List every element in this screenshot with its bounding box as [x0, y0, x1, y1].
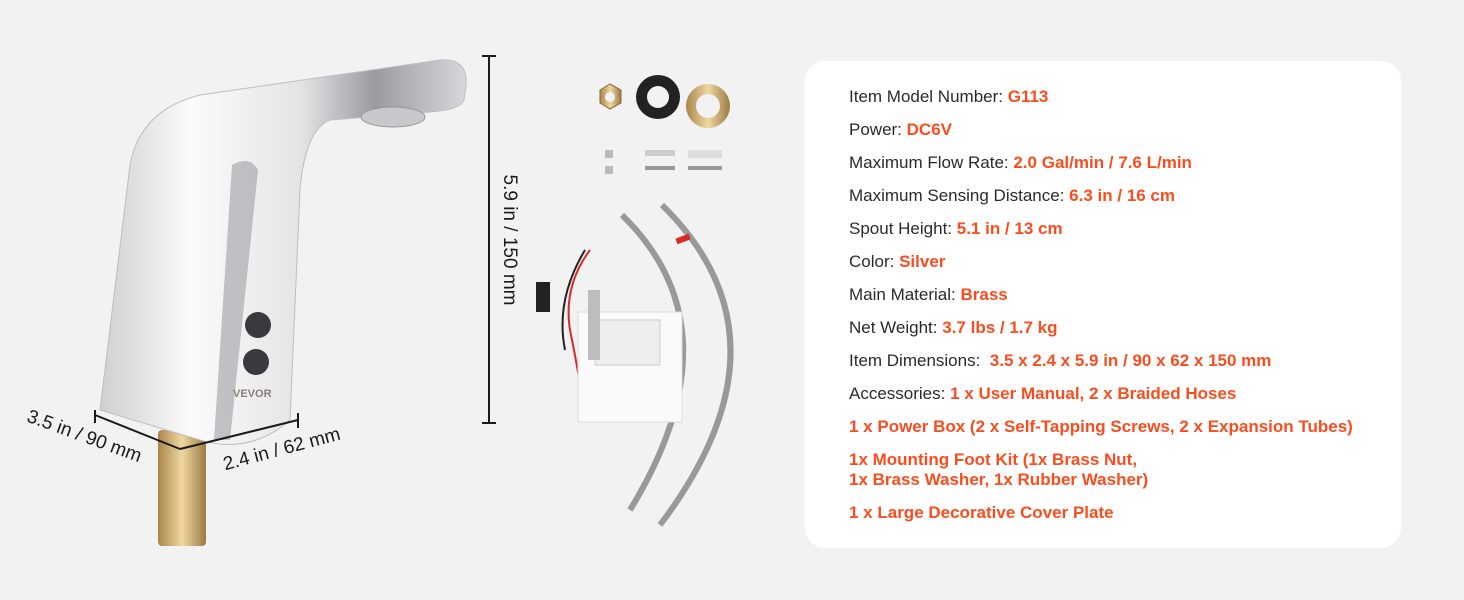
spec-value: 5.1 in / 13 cm	[956, 219, 1063, 238]
spec-dimensions: Item Dimensions: 3.5 x 2.4 x 5.9 in / 90…	[849, 351, 1353, 384]
spec-spout-height: Spout Height: 5.1 in / 13 cm	[849, 219, 1353, 252]
spec-value: Silver	[899, 252, 946, 271]
spec-value: 1 x Power Box (2 x Self-Tapping Screws, …	[849, 417, 1353, 436]
spec-label: Item Model Number:	[849, 87, 1008, 106]
spec-value: 1x Mounting Foot Kit (1x Brass Nut,	[849, 450, 1138, 469]
spec-label: Main Material:	[849, 285, 961, 304]
spec-accessories: Accessories: 1 x User Manual, 2 x Braide…	[849, 384, 1353, 417]
spec-value: Brass	[960, 285, 1008, 304]
spec-label: Maximum Sensing Distance:	[849, 186, 1070, 205]
spec-value: 3.7 lbs / 1.7 kg	[942, 318, 1058, 337]
spec-label: Power:	[849, 120, 907, 139]
spec-value: 1 x Large Decorative Cover Plate	[849, 503, 1114, 522]
spec-label: Color:	[849, 252, 900, 271]
faucet-image: VEVOR	[99, 59, 467, 546]
specifications-card: Item Model Number: G113 Power: DC6V Maxi…	[805, 61, 1401, 548]
spec-value: 1 x User Manual, 2 x Braided Hoses	[950, 384, 1237, 403]
spec-sensing-distance: Maximum Sensing Distance: 6.3 in / 16 cm	[849, 186, 1353, 219]
spec-label: Spout Height:	[849, 219, 957, 238]
spec-material: Main Material: Brass	[849, 285, 1353, 318]
spec-value: DC6V	[906, 120, 952, 139]
spec-label: Accessories:	[849, 384, 951, 403]
brand-logo: VEVOR	[233, 388, 272, 400]
spec-label: Net Weight:	[849, 318, 943, 337]
height-dimension-label: 5.9 in / 150 mm	[499, 174, 520, 306]
spec-power-box: 1 x Power Box (2 x Self-Tapping Screws, …	[849, 417, 1353, 450]
accessories-image	[536, 75, 734, 527]
spec-label: Item Dimensions:	[849, 351, 990, 370]
spec-value: 6.3 in / 16 cm	[1069, 186, 1175, 205]
spec-model: Item Model Number: G113	[849, 87, 1353, 120]
spec-value-line2: 1x Brass Washer, 1x Rubber Washer)	[849, 470, 1149, 489]
dimension-lines	[94, 55, 496, 450]
spec-value: 3.5 x 2.4 x 5.9 in / 90 x 62 x 150 mm	[989, 351, 1272, 370]
spec-label: Maximum Flow Rate:	[849, 153, 1014, 172]
spec-power: Power: DC6V	[849, 120, 1353, 153]
spec-list: Item Model Number: G113 Power: DC6V Maxi…	[849, 87, 1353, 536]
spec-weight: Net Weight: 3.7 lbs / 1.7 kg	[849, 318, 1353, 351]
spec-flow-rate: Maximum Flow Rate: 2.0 Gal/min / 7.6 L/m…	[849, 153, 1353, 186]
spec-value: 2.0 Gal/min / 7.6 L/min	[1013, 153, 1192, 172]
spec-cover-plate: 1 x Large Decorative Cover Plate	[849, 503, 1353, 536]
spec-color: Color: Silver	[849, 252, 1353, 285]
spec-mounting-kit: 1x Mounting Foot Kit (1x Brass Nut,1x Br…	[849, 450, 1353, 503]
spec-value: G113	[1007, 87, 1049, 106]
